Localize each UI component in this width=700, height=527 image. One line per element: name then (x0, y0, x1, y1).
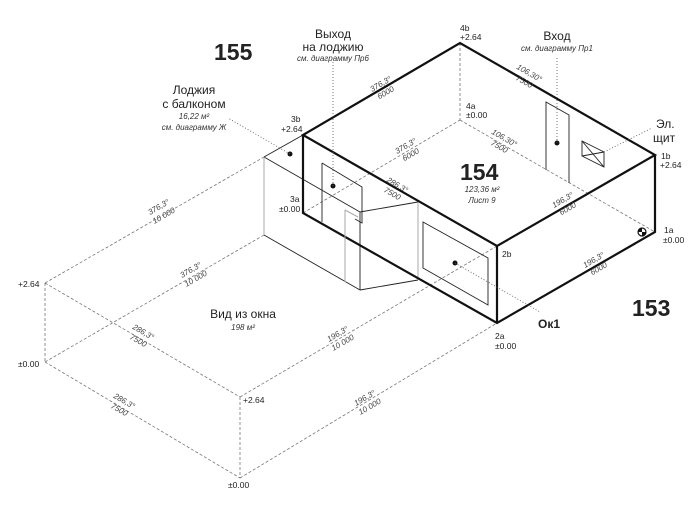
corner-2a-height: ±0.00 (495, 341, 516, 351)
view-volume (44, 156, 498, 479)
panel-title-2: щит (653, 131, 676, 145)
dimension-label: 196,3°6000 (550, 190, 578, 217)
dimension-label: 376,3°10 000 (146, 197, 177, 226)
room-153-label: 153 (632, 295, 670, 321)
dimension-label: 376,3°6000 (393, 136, 421, 163)
window-label: Ок1 (538, 317, 560, 331)
entry-title: Вход (543, 29, 570, 43)
loggia-door (321, 162, 363, 224)
corner-3b: 3b (291, 114, 301, 124)
dimension-label: 286,3°7500 (128, 322, 156, 349)
entry-door (545, 101, 570, 183)
loggia-ref: см. диаграмму Ж (162, 123, 227, 132)
electric-panel-icon (581, 140, 605, 168)
corner-3b-height: +2.64 (281, 124, 303, 134)
dimension-label: 196,3°10 000 (352, 388, 383, 417)
exit-ref: см. диаграмму Пр6 (297, 54, 369, 63)
room-154-hidden-edges (302, 43, 656, 233)
view-title: Вид из окна (210, 307, 276, 321)
loggia-title-1: Лоджия (173, 83, 216, 97)
corner-labels: 4b +2.64 4a ±0.00 3b +2.64 3a ±0.00 1b +… (18, 23, 684, 490)
corner-4a-height: ±0.00 (466, 110, 487, 120)
window-ok1 (422, 221, 489, 306)
corner-4a: 4a (466, 101, 476, 111)
dimension-label: 286,3°7500 (382, 175, 410, 202)
room-154-area: 123,36 м² (465, 185, 500, 194)
window-leader (454, 262, 541, 313)
exit-title-2: на лоджию (303, 40, 364, 54)
corner-2b: 2b (502, 249, 512, 259)
dimension-label: 286,3°7500 (109, 391, 137, 418)
corner-1a: 1a (664, 225, 674, 235)
corner-4b: 4b (460, 23, 470, 33)
dimension-label: 376,3°10 000 (178, 260, 209, 289)
entry-ref: см. диаграмму Пр1 (521, 44, 593, 53)
corner-1b: 1b (661, 151, 671, 161)
view-corner-top-front: +2.64 (243, 395, 265, 405)
corner-2a: 2a (495, 331, 505, 341)
corner-3a-height: ±0.00 (279, 204, 300, 214)
corner-1a-height: ±0.00 (663, 235, 684, 245)
loggia-area: 16,22 м² (179, 112, 210, 121)
panel-title-1: Эл. (656, 117, 675, 131)
corner-3a: 3a (290, 194, 300, 204)
room-154-box (300, 41, 658, 325)
room-154-label: 154 (460, 159, 499, 185)
view-corner-bottom-front: ±0.00 (228, 480, 249, 490)
dimension-label: 196,3°6000 (581, 250, 609, 277)
dimension-label: 106,30°7500 (489, 127, 519, 155)
outlet-icon-fill (638, 228, 646, 236)
room-155-label: 155 (214, 39, 253, 65)
view-area: 198 м² (231, 323, 255, 332)
corner-4b-height: +2.64 (460, 32, 482, 42)
corner-1b-height: +2.64 (660, 160, 682, 170)
view-corner-bottom-left: ±0.00 (18, 359, 39, 369)
view-corner-top-left: +2.64 (18, 279, 40, 289)
room-154-sheet: Лист 9 (467, 196, 496, 205)
loggia-box (263, 134, 419, 291)
dimension-label: 376,3°6000 (368, 74, 396, 101)
exit-title-1: Выход (315, 27, 351, 41)
loggia-door-inner (344, 209, 359, 282)
dimension-label: 196,3°10 000 (325, 324, 356, 353)
loggia-title-2: с балконом (162, 97, 225, 111)
